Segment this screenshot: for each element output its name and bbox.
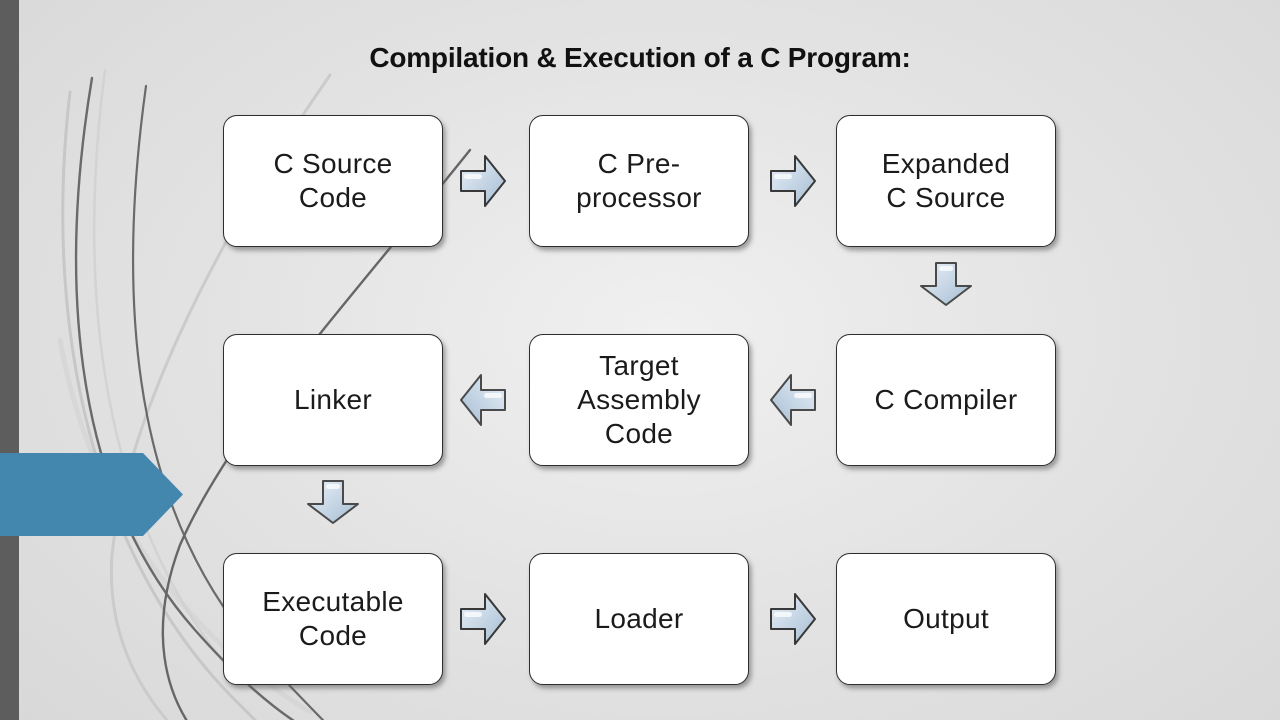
node-label: Loader [594, 602, 684, 634]
node-linker: Linker [223, 334, 443, 466]
node-c-compiler: C Compiler [836, 334, 1056, 466]
flow-arrow-right-icon [768, 590, 818, 648]
slide-title: Compilation & Execution of a C Program: [369, 42, 911, 73]
node-label: C Source Code [273, 147, 393, 213]
node-output: Output [836, 553, 1056, 685]
node-label: C Pre- processor [576, 147, 702, 213]
node-label: Target Assembly Code [577, 349, 701, 450]
node-label: Linker [293, 383, 373, 415]
accent-arrow-shape [0, 453, 183, 536]
node-c-pre-processor: C Pre- processor [529, 115, 749, 247]
node-target-assembly-code: Target Assembly Code [529, 334, 749, 466]
flow-arrow-right-icon [768, 152, 818, 210]
left-edge-bar [0, 0, 19, 720]
flow-arrow-down-icon [917, 260, 975, 308]
node-label: Executable Code [262, 585, 404, 651]
node-c-source-code: C Source Code [223, 115, 443, 247]
node-label: Expanded C Source [881, 147, 1011, 213]
flow-arrow-left-icon [768, 371, 818, 429]
node-label: C Compiler [874, 383, 1018, 415]
flow-arrow-down-icon [304, 478, 362, 526]
node-label: Output [903, 602, 989, 634]
flow-arrow-right-icon [458, 152, 508, 210]
flow-arrow-right-icon [458, 590, 508, 648]
node-expanded-c-source: Expanded C Source [836, 115, 1056, 247]
flow-arrow-left-icon [458, 371, 508, 429]
node-executable-code: Executable Code [223, 553, 443, 685]
node-loader: Loader [529, 553, 749, 685]
